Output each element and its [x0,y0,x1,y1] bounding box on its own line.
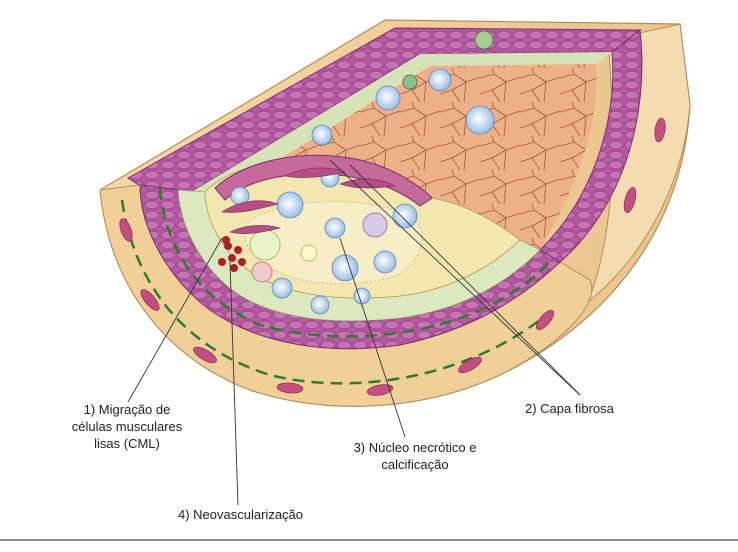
label-neovascularization: 4) Neovascularização [178,506,348,523]
label-1-line-3: lisas (CML) [52,435,202,452]
label-1-line-1: 1) Migração de [52,401,202,418]
label-fibrous-cap: 2) Capa fibrosa [525,400,655,417]
label-smooth-muscle-migration: 1) Migração de células musculares lisas … [52,401,202,452]
label-3-line-1: 3) Núcleo necrótico e [330,439,500,456]
label-1-line-2: células musculares [52,418,202,435]
label-necrotic-core: 3) Núcleo necrótico e calcificação [330,439,500,473]
bottom-divider [0,539,738,541]
label-3-line-2: calcificação [330,456,500,473]
